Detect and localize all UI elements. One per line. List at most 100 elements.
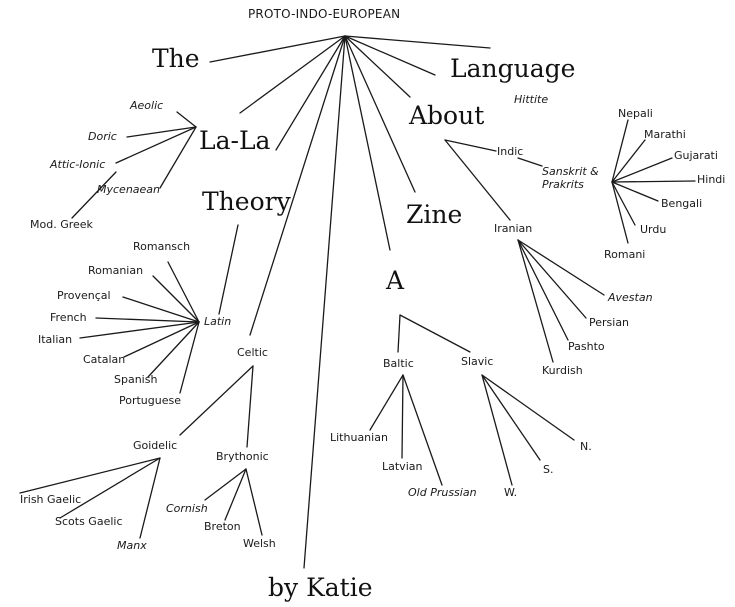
edge	[517, 239, 554, 363]
edge	[245, 468, 263, 536]
spanish-label: Spanish	[114, 373, 158, 386]
urdu-label: Urdu	[640, 223, 667, 236]
title-word-language: Language	[450, 54, 576, 83]
nepali-label: Nepali	[618, 107, 653, 120]
edge	[402, 374, 443, 486]
edge	[344, 35, 391, 251]
title-word-about: About	[409, 101, 485, 130]
mycenaean-label: Mycenaean	[97, 183, 161, 196]
edge	[59, 457, 161, 519]
edge	[611, 139, 646, 183]
south-slavic-label: S.	[543, 463, 554, 476]
edge	[517, 239, 569, 341]
edge	[481, 374, 541, 461]
edge	[167, 261, 200, 323]
greek-branches	[71, 111, 197, 219]
edge	[611, 181, 629, 244]
edge	[611, 181, 636, 226]
slavic-label: Slavic	[461, 355, 494, 368]
manx-label: Manx	[117, 539, 147, 552]
edge	[19, 457, 161, 494]
edge	[179, 321, 200, 394]
gujarati-label: Gujarati	[674, 149, 718, 162]
romanian-label: Romanian	[88, 264, 144, 277]
celtic-label: Celtic	[237, 346, 268, 359]
edge	[122, 296, 200, 323]
edge	[95, 317, 200, 323]
romansch-label: Romansch	[133, 240, 191, 253]
edge	[139, 457, 161, 539]
title-word-theory: Theory	[202, 187, 291, 216]
edge	[249, 35, 346, 336]
goidelic-label: Goidelic	[133, 439, 178, 452]
edge	[344, 35, 416, 193]
edge	[444, 139, 497, 152]
edge	[344, 35, 411, 98]
scots-gaelic-label: Scots Gaelic	[55, 515, 123, 528]
sanskrit-label-line2: Prakrits	[542, 178, 584, 191]
edge	[397, 314, 401, 353]
iranian-label: Iranian	[494, 222, 533, 235]
cornish-label: Cornish	[166, 502, 208, 515]
kurdish-label: Kurdish	[542, 364, 583, 377]
title-word-a: A	[386, 266, 405, 295]
indic-label: Indic	[497, 145, 524, 158]
catalan-label: Catalan	[83, 353, 126, 366]
edge	[159, 126, 197, 189]
sanskrit-label-line1: Sanskrit &	[542, 165, 599, 178]
edge	[152, 275, 200, 323]
portuguese-label: Portuguese	[119, 394, 181, 407]
lithuanian-label: Lithuanian	[330, 431, 388, 444]
edge	[611, 157, 673, 183]
italian-label: Italian	[38, 333, 73, 346]
edge	[224, 468, 247, 521]
edge	[611, 181, 659, 202]
edge	[303, 35, 346, 569]
title-word-by-katie: by Katie	[268, 573, 373, 602]
irish-gaelic-label: Irish Gaelic	[20, 493, 82, 506]
latin-branches	[79, 224, 239, 394]
edge	[611, 119, 629, 183]
root-label: PROTO-INDO-EUROPEAN	[248, 7, 401, 21]
edge	[444, 139, 511, 221]
edge	[239, 35, 346, 114]
title-word-la-la: La-La	[199, 126, 271, 155]
persian-label: Persian	[589, 316, 630, 329]
edge	[517, 239, 605, 296]
modern-greek-label: Mod. Greek	[30, 218, 93, 231]
edge	[123, 321, 200, 358]
edge	[401, 374, 404, 459]
root-branches	[209, 35, 491, 569]
balto-slavic-branches	[369, 314, 575, 486]
edge	[204, 468, 247, 501]
edge	[275, 35, 346, 151]
aeolic-label: Aeolic	[130, 99, 164, 112]
attic-ionic-label: Attic-Ionic	[50, 158, 106, 171]
edge	[344, 35, 491, 49]
edge	[246, 365, 254, 448]
welsh-label: Welsh	[243, 537, 276, 550]
doric-label: Doric	[88, 130, 117, 143]
edge	[179, 365, 254, 436]
north-slavic-label: N.	[580, 440, 592, 453]
edge	[517, 157, 543, 167]
hittite-label: Hittite	[514, 93, 549, 106]
romani-label: Romani	[604, 248, 646, 261]
edge	[115, 126, 197, 164]
edge	[218, 224, 239, 315]
west-slavic-label: W.	[504, 486, 518, 499]
bengali-label: Bengali	[661, 197, 703, 210]
celtic-branches	[19, 365, 263, 539]
edge	[71, 171, 117, 219]
edge	[481, 374, 575, 441]
title-word-zine: Zine	[406, 200, 463, 229]
french-label: French	[50, 311, 87, 324]
title-word-the: The	[152, 44, 200, 73]
indo-iranian-branches	[444, 119, 696, 363]
avestan-label: Avestan	[608, 291, 653, 304]
edge	[369, 374, 404, 431]
edge	[481, 374, 513, 486]
edge	[79, 321, 200, 339]
